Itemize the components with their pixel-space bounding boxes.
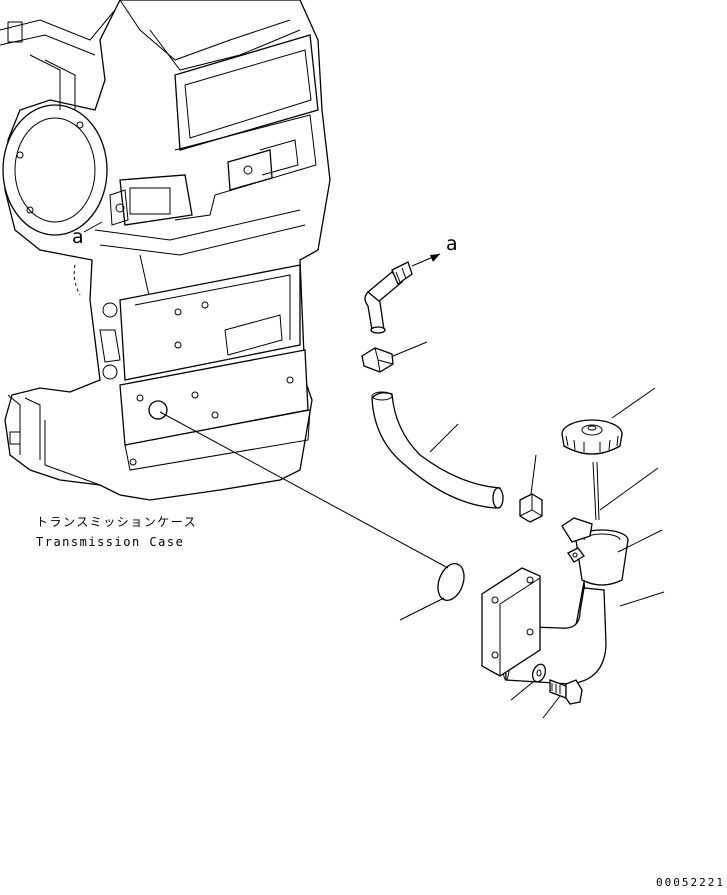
- washer-leader: [510, 681, 534, 701]
- washer: [510, 663, 547, 701]
- clamp-leader: [530, 454, 537, 495]
- cap-leader: [611, 387, 656, 419]
- bolt-leader: [542, 695, 561, 719]
- case-label-jp: トランスミッションケース: [36, 515, 197, 529]
- case-label-en: Transmission Case: [36, 535, 184, 549]
- dipstick-leader: [599, 467, 659, 511]
- flange-plate: [481, 567, 541, 677]
- bolt: [542, 679, 583, 719]
- dipstick: [592, 461, 659, 521]
- arrow-to-a: [411, 253, 441, 267]
- transmission-case: [0, 0, 331, 501]
- ref-a-right-label: a: [446, 233, 458, 255]
- filler-tube: [501, 517, 665, 685]
- hose-leader: [429, 423, 459, 453]
- ref-a-left-label: a: [72, 226, 84, 248]
- hose-clamp: [519, 454, 543, 523]
- hose: [371, 391, 504, 509]
- elbow-fitting: [364, 261, 413, 334]
- filler-cap: [561, 387, 656, 455]
- gasket: [159, 411, 465, 621]
- ref-a-left-leader: [83, 221, 103, 233]
- gasket-position-line: [159, 411, 449, 569]
- document-number: 00052221: [656, 876, 725, 889]
- tube-leader-1: [617, 529, 663, 553]
- gasket-leader: [399, 597, 445, 621]
- nut: [361, 341, 428, 373]
- nut-leader: [392, 341, 428, 357]
- tube-leader-2: [619, 591, 665, 607]
